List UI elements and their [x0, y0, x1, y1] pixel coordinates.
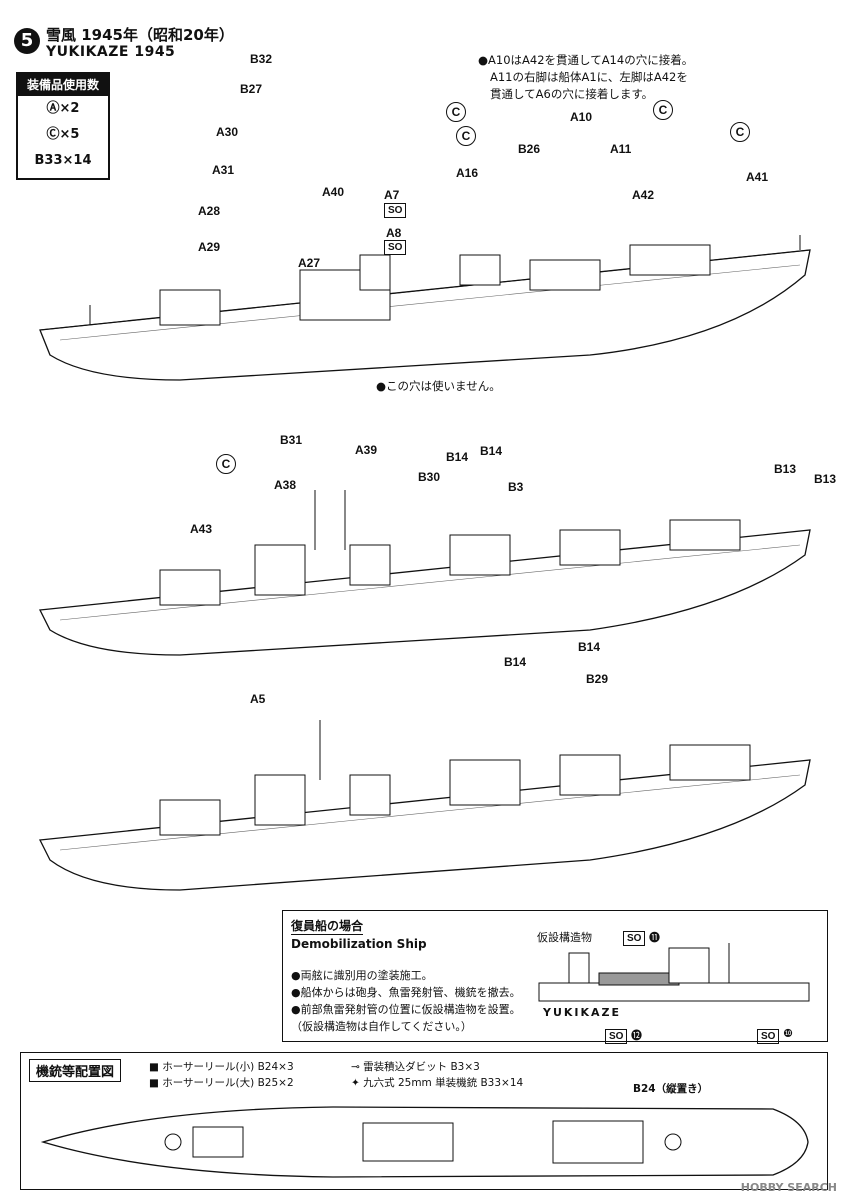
part-label: A5 — [250, 692, 266, 706]
so-decal-tag: SO — [623, 931, 646, 946]
part-label: A39 — [355, 443, 378, 457]
parts-usage-heading: 装備品使用数 — [18, 74, 108, 96]
demob-hull-text: YUKIKAZE — [543, 1006, 622, 1019]
part-label: A42 — [632, 188, 655, 202]
demob-title: 復員船の場合 — [291, 919, 364, 935]
part-label: B14 — [578, 640, 601, 654]
legend-item: ✦ 九六式 25mm 単装機銃 B33×14 — [351, 1077, 524, 1089]
c-circle-icon: C — [653, 100, 673, 120]
c-circle-icon: C — [730, 122, 750, 142]
demob-struct-label: 仮設構造物 — [537, 931, 592, 944]
b24-label: B24（縦置き） — [633, 1083, 709, 1095]
c-circle-icon: C — [216, 454, 236, 474]
part-label: A16 — [456, 166, 479, 180]
part-label: B30 — [418, 470, 441, 484]
part-label: B14 — [504, 655, 527, 669]
part-label: A40 — [322, 185, 345, 199]
so-decal-tag: SO — [384, 240, 407, 255]
deck-plan-sketch — [40, 1106, 809, 1178]
part-label: B26 — [518, 142, 541, 156]
step-title-en: YUKIKAZE 1945 — [46, 44, 176, 60]
c-circle-icon: C — [446, 102, 466, 122]
part-label: B3 — [508, 480, 524, 494]
assembly-note-3: 貫通してA6の穴に接着します。 — [490, 87, 654, 101]
part-label: A27 — [298, 256, 321, 270]
decal-11: ⓫ — [649, 931, 660, 944]
legend-item: ⊸ 雷装積込ダビット B3×3 — [351, 1061, 480, 1073]
part-label: B14 — [480, 444, 503, 458]
parts-row-b33: B33×14 — [34, 153, 92, 168]
parts-row-a: Ⓐ×2 — [46, 101, 80, 116]
demob-note: ●船体からは砲身、魚雷発射管、機銃を撤去。 — [291, 986, 521, 999]
part-label: A10 — [570, 110, 593, 124]
part-label: B31 — [280, 433, 303, 447]
gun-layout-box: 機銃等配置図 ■ ホーサーリール(小) B24×3 ■ ホーサーリール(大) B… — [20, 1052, 828, 1190]
part-label: A31 — [212, 163, 235, 177]
watermark: HOBBY SEARCH — [740, 1181, 837, 1194]
so-decal-tag: SO — [757, 1029, 780, 1044]
ship-diagram-3 — [38, 720, 811, 891]
demob-note: ●両舷に識別用の塗装施工。 — [291, 969, 433, 982]
demob-ship-sketch — [538, 943, 810, 1002]
part-label: A43 — [190, 522, 213, 536]
assembly-note-1: ●A10はA42を貫通してA14の穴に接着。 — [478, 53, 694, 67]
legend-item: ■ ホーサーリール(小) B24×3 — [149, 1061, 294, 1073]
part-label: A30 — [216, 125, 239, 139]
step-number: 5 — [14, 28, 40, 54]
part-label: B27 — [240, 82, 263, 96]
demob-note: ●前部魚雷発射管の位置に仮設構造物を設置。 — [291, 1003, 521, 1016]
demob-note: （仮設構造物は自作してください。） — [291, 1020, 472, 1033]
so-decal-tag: SO — [384, 203, 407, 218]
part-label: B32 — [250, 52, 273, 66]
ship-diagram-1 — [39, 235, 811, 381]
part-label: A28 — [198, 204, 221, 218]
part-label: B14 — [446, 450, 469, 464]
decal-10: ❿ — [783, 1027, 793, 1040]
legend-item: ■ ホーサーリール(大) B25×2 — [149, 1077, 294, 1089]
part-label: A41 — [746, 170, 769, 184]
unused-hole-note: ●この穴は使いません。 — [376, 379, 501, 393]
part-label: A29 — [198, 240, 221, 254]
decal-12: ⓬ — [631, 1029, 642, 1042]
part-label: A11 — [610, 142, 632, 156]
part-label: A8 — [386, 226, 402, 240]
part-label: A38 — [274, 478, 297, 492]
step-title-jp: 雪風 1945年（昭和20年） — [46, 26, 234, 44]
part-label: A7 — [384, 188, 400, 202]
parts-usage-box: 装備品使用数 Ⓐ×2 Ⓒ×5 B33×14 — [16, 72, 110, 180]
demob-subtitle: Demobilization Ship — [291, 937, 427, 951]
part-label: B13 — [774, 462, 797, 476]
so-decal-tag: SO — [605, 1029, 628, 1044]
ship-diagram-2 — [38, 490, 811, 656]
part-label: B13 — [814, 472, 837, 486]
gun-layout-title: 機銃等配置図 — [29, 1059, 122, 1082]
demobilization-box: 復員船の場合 Demobilization Ship ●両舷に識別用の塗装施工。… — [282, 910, 828, 1044]
c-circle-icon: C — [456, 126, 476, 146]
parts-row-c: Ⓒ×5 — [46, 127, 80, 142]
assembly-note-2: A11の右脚は船体A1に、左脚はA42を — [490, 70, 688, 84]
part-label: B29 — [586, 672, 609, 686]
